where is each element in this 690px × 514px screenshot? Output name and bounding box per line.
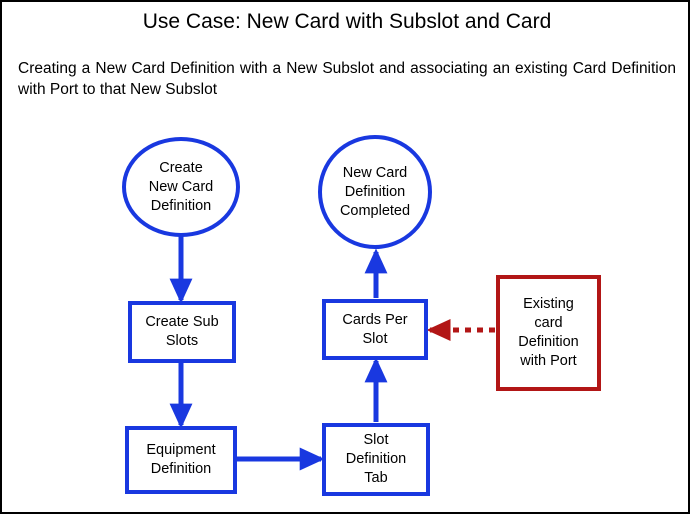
node-label-line: Existing bbox=[523, 296, 574, 312]
page-title: Use Case: New Card with Subslot and Card bbox=[142, 10, 552, 33]
node-cards-per-slot[interactable]: Cards Per Slot bbox=[322, 299, 428, 360]
node-label-line: Create Sub bbox=[145, 314, 219, 330]
node-equipment-definition[interactable]: Equipment Definition bbox=[125, 426, 237, 494]
node-label-line: Definition bbox=[150, 197, 212, 214]
node-slot-definition-tab[interactable]: Slot Definition Tab bbox=[322, 423, 430, 496]
node-existing-card-definition-with-port[interactable]: Existing card Definition with Port bbox=[496, 275, 601, 391]
node-label-line: with Port bbox=[520, 353, 577, 369]
node-label-line: Slot bbox=[362, 330, 388, 347]
node-label-line: Definition bbox=[150, 461, 212, 477]
node-label-line: Slots bbox=[165, 333, 199, 349]
node-create-new-card-definition[interactable]: Create New Card Definition bbox=[122, 137, 240, 237]
node-label-line: Cards Per bbox=[342, 311, 408, 328]
node-label-line: Definition bbox=[518, 334, 579, 350]
node-label-line: Completed bbox=[339, 202, 411, 219]
node-new-card-definition-completed[interactable]: New Card Definition Completed bbox=[318, 135, 432, 249]
node-label-line: Definition bbox=[345, 451, 407, 467]
node-label-line: card bbox=[534, 315, 563, 331]
node-label-line: Create bbox=[159, 159, 203, 176]
node-label-line: New Card bbox=[148, 178, 214, 195]
node-label-line: Equipment bbox=[146, 442, 216, 458]
node-label-line: Tab bbox=[364, 470, 388, 486]
node-label-line: New Card bbox=[342, 164, 408, 181]
node-label-line: Definition bbox=[344, 183, 406, 200]
node-label-line: Slot bbox=[363, 432, 389, 448]
node-create-sub-slots[interactable]: Create Sub Slots bbox=[128, 301, 236, 363]
page-subtitle: Creating a New Card Definition with a Ne… bbox=[18, 60, 676, 98]
